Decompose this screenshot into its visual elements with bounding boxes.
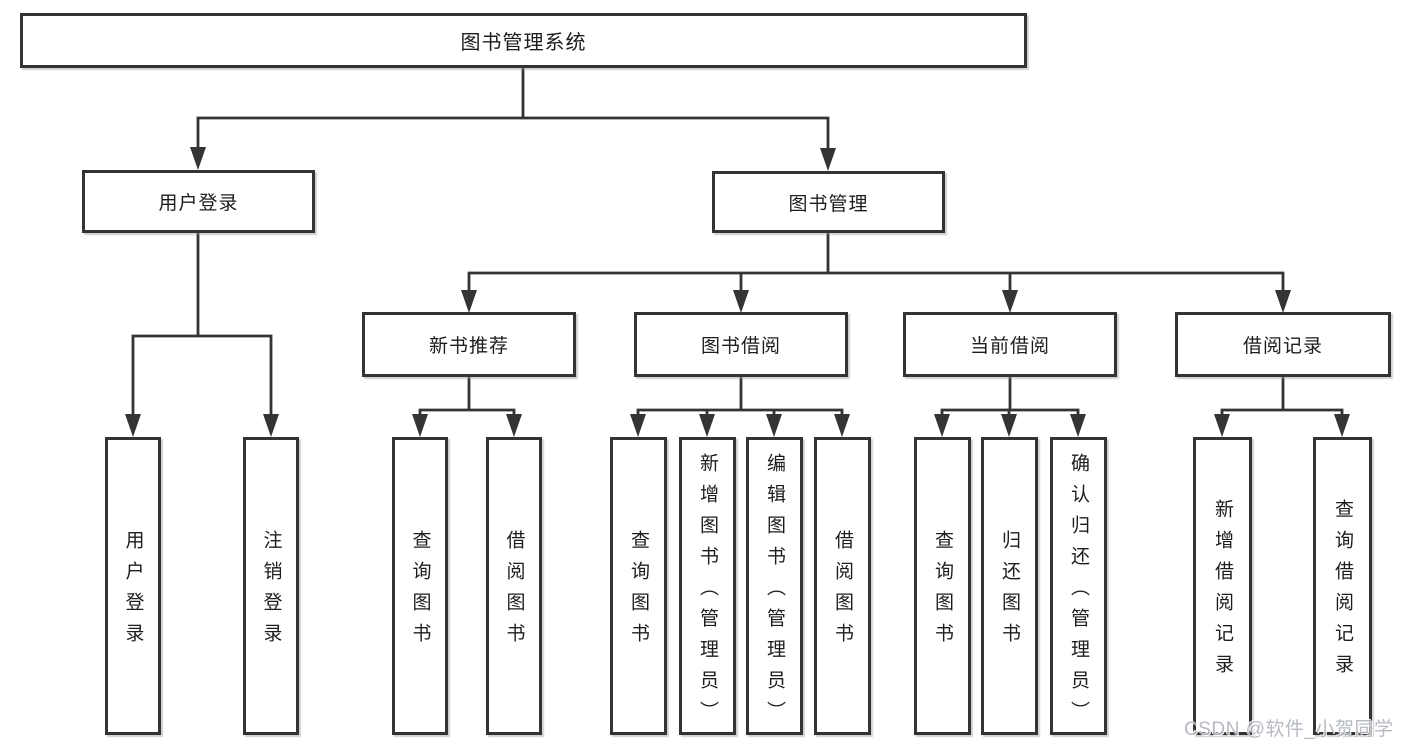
leaf-nbr-borrow-books: 借阅图书 bbox=[486, 437, 542, 735]
connector-book-mgmt-to-level3 bbox=[461, 231, 1291, 313]
connector-new-book-rec-to-leaves bbox=[412, 375, 522, 437]
node-library-management-system-label: 图书管理系统 bbox=[460, 32, 587, 54]
leaf-br-query-record-label: 查询借阅记录 bbox=[1332, 499, 1353, 685]
leaf-nbr-query-books-label: 查询图书 bbox=[409, 530, 431, 654]
arrowhead bbox=[1002, 290, 1018, 313]
leaf-br-add-record: 新增借阅记录 bbox=[1193, 437, 1252, 735]
arrowhead bbox=[820, 148, 836, 171]
node-current-borrowing: 当前借阅 bbox=[903, 312, 1117, 377]
csdn-watermark: CSDN @软件_小贺同学 bbox=[1184, 719, 1394, 740]
arrowhead bbox=[412, 414, 428, 437]
arrowhead bbox=[263, 414, 279, 437]
arrowhead bbox=[766, 414, 782, 437]
leaf-cb-return-books: 归还图书 bbox=[981, 437, 1038, 735]
arrowhead bbox=[834, 414, 850, 437]
node-book-management: 图书管理 bbox=[712, 171, 945, 233]
connector-user-login-to-leaves bbox=[125, 231, 279, 437]
leaf-bb-query-books: 查询图书 bbox=[610, 437, 667, 735]
connector-line bbox=[418, 375, 516, 421]
node-book-management-label: 图书管理 bbox=[788, 193, 869, 215]
arrowhead bbox=[506, 414, 522, 437]
leaf-nbr-borrow-books-label: 借阅图书 bbox=[503, 530, 525, 654]
node-new-book-recommendation: 新书推荐 bbox=[362, 312, 576, 377]
leaf-cb-query-books: 查询图书 bbox=[914, 437, 971, 735]
arrowhead bbox=[1275, 290, 1291, 313]
connector-line bbox=[131, 231, 273, 421]
arrowhead bbox=[1070, 414, 1086, 437]
leaf-cb-confirm-return-admin-label: 确认归还（管理员） bbox=[1068, 452, 1089, 732]
leaf-bb-borrow-books: 借阅图书 bbox=[814, 437, 871, 735]
leaf-bb-edit-books-admin: 编辑图书（管理员） bbox=[746, 437, 803, 735]
leaf-bb-add-books-admin: 新增图书（管理员） bbox=[679, 437, 736, 735]
arrowhead bbox=[733, 290, 749, 313]
leaf-cb-confirm-return-admin: 确认归还（管理员） bbox=[1050, 437, 1107, 735]
leaf-bb-edit-books-admin-label: 编辑图书（管理员） bbox=[764, 452, 785, 732]
node-current-borrowing-label: 当前借阅 bbox=[969, 336, 1050, 357]
arrowhead bbox=[699, 414, 715, 437]
node-new-book-recommendation-label: 新书推荐 bbox=[428, 336, 509, 357]
node-library-management-system: 图书管理系统 bbox=[20, 13, 1027, 68]
arrowhead bbox=[630, 414, 646, 437]
node-user-login-label: 用户登录 bbox=[158, 193, 239, 214]
connector-current-borrow-to-leaves bbox=[934, 375, 1086, 437]
leaf-cb-return-books-label: 归还图书 bbox=[999, 530, 1020, 654]
node-borrowing-records: 借阅记录 bbox=[1175, 312, 1391, 377]
leaf-bb-query-books-label: 查询图书 bbox=[628, 530, 649, 654]
arrowhead bbox=[1214, 414, 1230, 437]
connector-borrow-record-to-leaves bbox=[1214, 375, 1350, 437]
connector-book-borrow-to-leaves bbox=[630, 375, 850, 437]
arrowhead bbox=[190, 147, 206, 170]
connector-line bbox=[636, 375, 844, 421]
leaf-br-query-record: 查询借阅记录 bbox=[1313, 437, 1372, 735]
connector-line bbox=[940, 375, 1080, 421]
connector-root-to-level2 bbox=[190, 66, 836, 171]
leaf-cb-query-books-label: 查询图书 bbox=[932, 530, 953, 654]
connector-line bbox=[467, 231, 1285, 297]
arrowhead bbox=[1334, 414, 1350, 437]
arrowhead bbox=[1001, 414, 1017, 437]
arrowhead bbox=[934, 414, 950, 437]
leaf-logout: 注销登录 bbox=[243, 437, 299, 735]
leaf-user-login: 用户登录 bbox=[105, 437, 161, 735]
node-book-borrowing: 图书借阅 bbox=[634, 312, 848, 377]
node-borrowing-records-label: 借阅记录 bbox=[1242, 336, 1323, 357]
leaf-nbr-query-books: 查询图书 bbox=[392, 437, 448, 735]
leaf-logout-label: 注销登录 bbox=[260, 530, 282, 654]
leaf-bb-borrow-books-label: 借阅图书 bbox=[832, 530, 853, 654]
connector-line bbox=[1220, 375, 1344, 421]
leaf-br-add-record-label: 新增借阅记录 bbox=[1212, 499, 1233, 685]
leaf-user-login-label: 用户登录 bbox=[122, 530, 144, 654]
arrowhead bbox=[461, 290, 477, 313]
connector-line bbox=[196, 66, 830, 155]
arrowhead bbox=[125, 414, 141, 437]
node-book-borrowing-label: 图书借阅 bbox=[700, 336, 781, 357]
leaf-bb-add-books-admin-label: 新增图书（管理员） bbox=[697, 452, 718, 732]
node-user-login: 用户登录 bbox=[82, 170, 315, 233]
